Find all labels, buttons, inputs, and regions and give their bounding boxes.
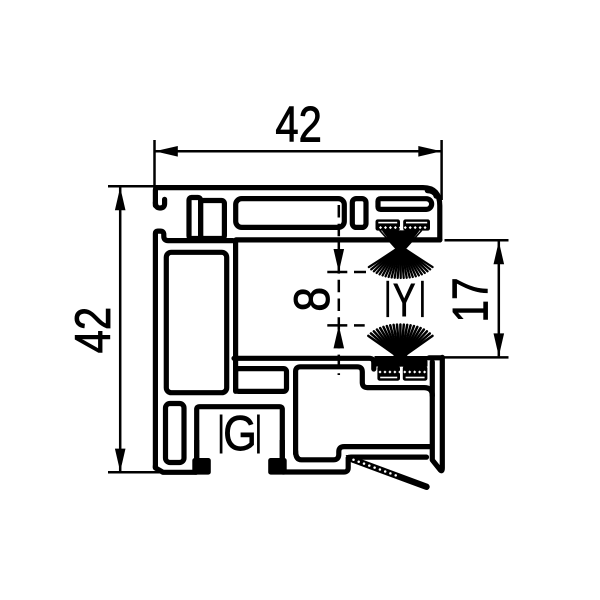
svg-text:42: 42 [275, 96, 322, 152]
svg-text:G: G [223, 407, 257, 461]
svg-text:8: 8 [284, 287, 340, 312]
svg-text:Y: Y [393, 274, 415, 326]
svg-text:42: 42 [65, 307, 121, 354]
svg-text:17: 17 [443, 278, 499, 323]
